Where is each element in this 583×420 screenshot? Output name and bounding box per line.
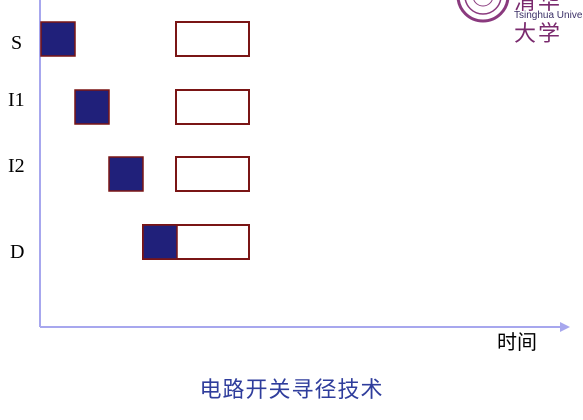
diagram-caption: 电路开关寻径技术 (199, 378, 384, 403)
packet-box-i2 (175, 156, 250, 192)
header-block-s (40, 21, 76, 57)
logo-chinese-text: 清华大学 (514, 0, 563, 47)
header-block-i1 (74, 89, 110, 125)
row-label-i1: I1 (8, 89, 25, 111)
x-axis-arrow-icon (560, 322, 570, 332)
x-axis-label: 时间 (497, 330, 537, 354)
university-seal-icon (456, 0, 510, 23)
packet-box-i1 (175, 89, 250, 125)
logo-english-text: Tsinghua Unive (514, 10, 583, 21)
header-block-d (142, 224, 178, 260)
row-label-d: D (10, 241, 25, 263)
header-block-i2 (108, 156, 144, 192)
tsinghua-logo: 清华大学 Tsinghua Unive (452, 0, 583, 47)
row-label-s: S (11, 32, 23, 54)
row-label-i2: I2 (8, 155, 25, 177)
packet-box-s (175, 21, 250, 57)
